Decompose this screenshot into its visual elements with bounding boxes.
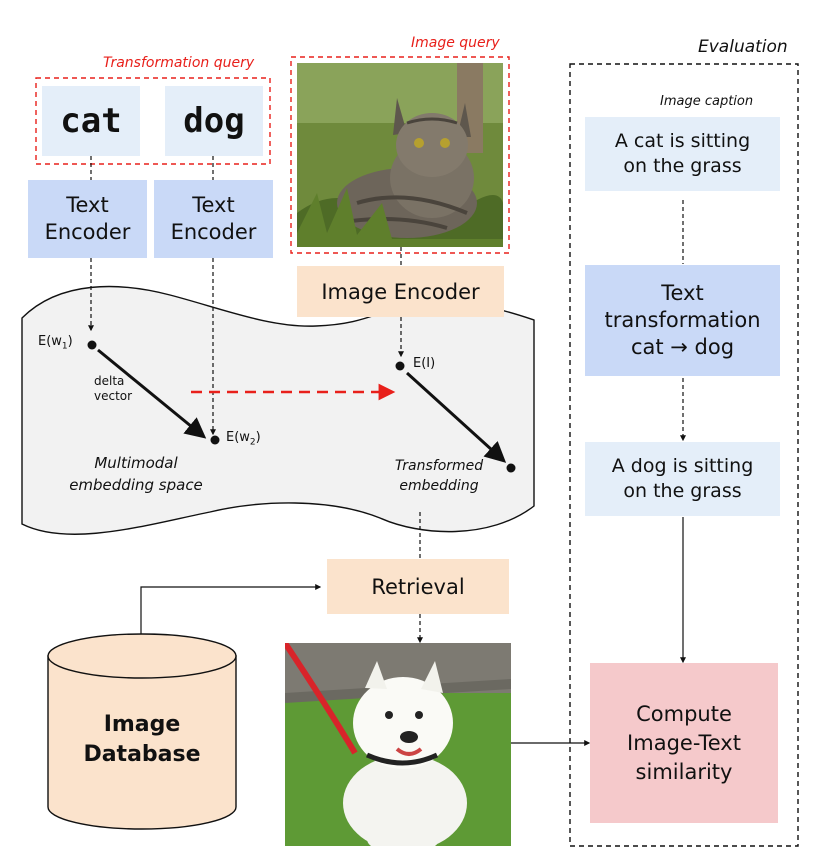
text-transformation-rule: cat → dog (630, 335, 735, 359)
text-transformation-title: Text transformation (604, 281, 761, 332)
e-i-label: E(I) (413, 356, 436, 371)
point-e-i (395, 361, 405, 371)
delta-vector-label: delta vector (94, 374, 133, 403)
image-database-cylinder (47, 655, 237, 830)
compute-similarity-box: Compute Image-Text similarity (590, 663, 778, 823)
image-query-frame (290, 56, 510, 254)
word-dog-box: dog (165, 86, 263, 156)
dog-photo (285, 643, 511, 846)
image-query-label: Image query (411, 35, 500, 51)
delta-vector-arrow (97, 348, 207, 439)
evaluation-frame (569, 63, 799, 847)
embedding-space-label: Multimodal embedding space (69, 454, 203, 494)
dog-icon (285, 643, 511, 846)
e-w2-label: E(w2) (226, 430, 261, 448)
transformed-embedding-label: Transformed embedding (394, 458, 484, 494)
embedding-space-sheet (21, 285, 535, 535)
cat-photo (297, 63, 503, 247)
cat-icon (297, 63, 503, 247)
text-transformation-box: Text transformation cat → dog (585, 265, 780, 376)
point-transformed (506, 463, 516, 473)
transformation-arrow (405, 371, 507, 463)
caption-in-box: A cat is sitting on the grass (585, 117, 780, 191)
point-e-w2 (210, 435, 220, 445)
word-cat-box: cat (42, 86, 140, 156)
text-encoder-1: Text Encoder (28, 180, 147, 258)
transformation-query-label: Transformation query (103, 55, 255, 71)
e-w1-label: E(w1) (38, 334, 73, 352)
point-e-w1 (87, 340, 97, 350)
transformation-query-frame (35, 77, 271, 165)
text-encoder-2: Text Encoder (154, 180, 273, 258)
retrieval-box: Retrieval (327, 559, 509, 614)
caption-out-box: A dog is sitting on the grass (585, 442, 780, 516)
image-database-label: Image Database (83, 712, 201, 767)
image-encoder: Image Encoder (297, 266, 504, 317)
image-caption-label: Image caption (660, 94, 754, 109)
evaluation-label: Evaluation (698, 37, 788, 57)
